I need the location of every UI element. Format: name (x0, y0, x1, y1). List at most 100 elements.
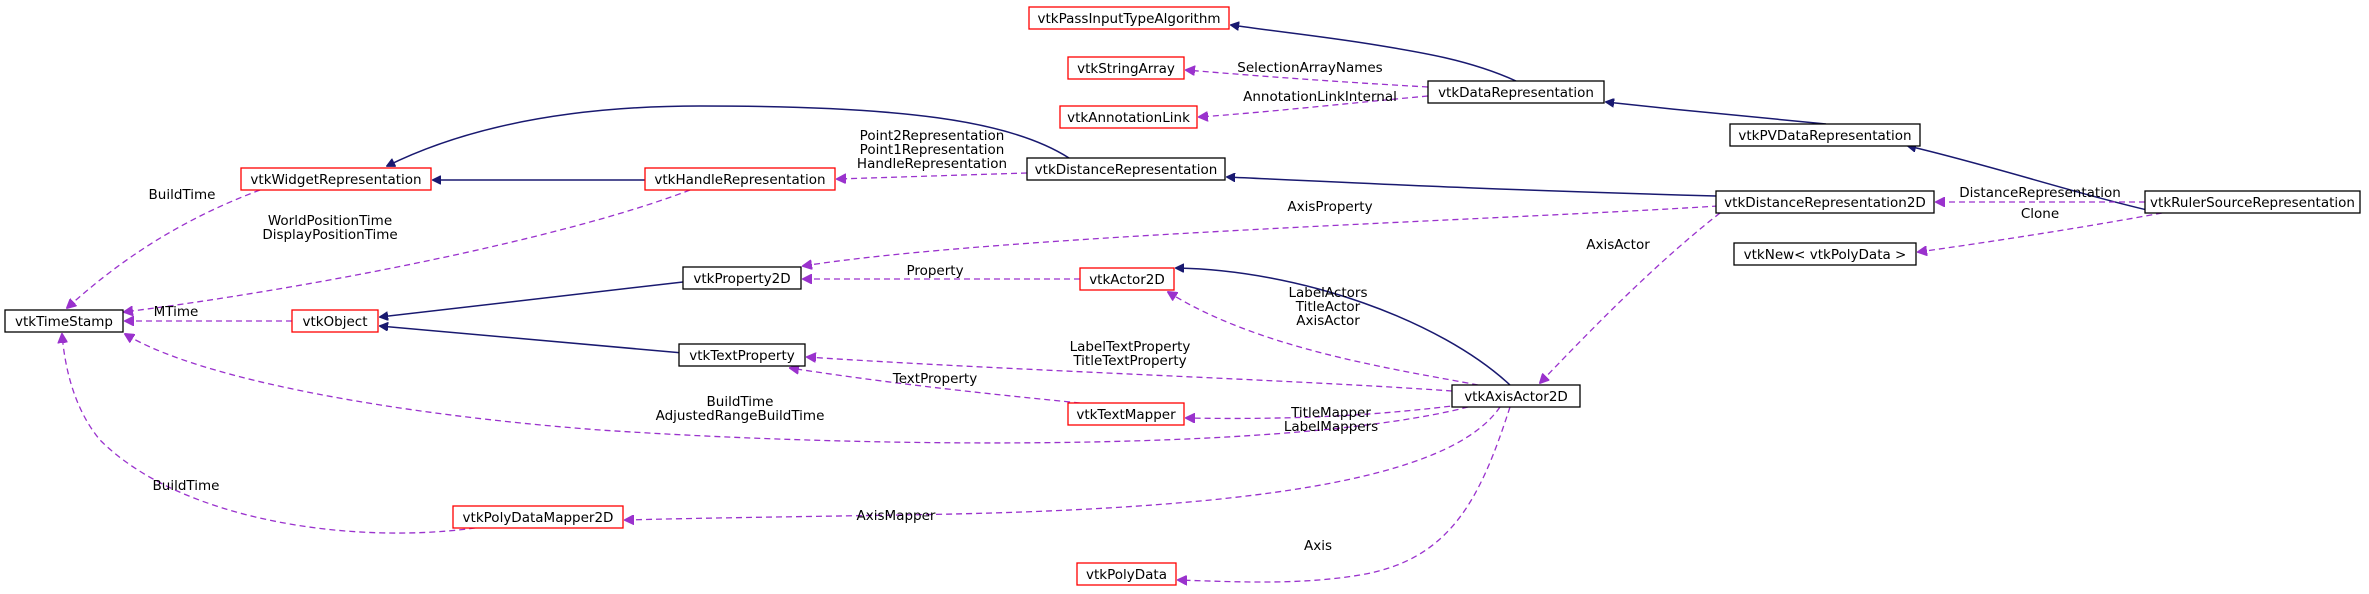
edge-vtkHandleRepresentation-to-vtkTimeStamp (124, 189, 691, 312)
edge-label: Property (906, 263, 963, 279)
edge-label: DistanceRepresentation (1959, 185, 2121, 201)
edge-label: SelectionArrayNames (1237, 60, 1382, 76)
class-node-vtkDistanceRepresentation[interactable]: vtkDistanceRepresentation (1026, 157, 1226, 181)
class-node-label: vtkPolyDataMapper2D (463, 510, 614, 526)
class-node-box[interactable] (240, 167, 432, 191)
class-node-vtkAnnotationLink[interactable]: vtkAnnotationLink (1059, 105, 1198, 129)
edge-label: AxisActor (1296, 313, 1360, 329)
class-node-box[interactable] (1451, 384, 1581, 408)
edge-vtkPVDataRepresentation-to-vtkDataRepresentation (1606, 102, 1827, 125)
class-node-vtkPassInputTypeAlgorithm[interactable]: vtkPassInputTypeAlgorithm (1028, 6, 1230, 30)
edge-label: AxisMapper (857, 508, 936, 524)
class-node-vtkNewPolyData[interactable]: vtkNew< vtkPolyData > (1733, 242, 1917, 266)
edge-vtkDistanceRepresentation2D-to-vtkDistanceRepresentation (1227, 177, 1717, 197)
class-node-label: vtkWidgetRepresentation (250, 172, 421, 188)
class-node-label: vtkTextMapper (1076, 407, 1176, 423)
class-node-box[interactable] (1026, 157, 1226, 181)
class-node-vtkPolyDataMapper2D[interactable]: vtkPolyDataMapper2D (452, 505, 624, 529)
edge-vtkDistanceRepresentation2D-to-vtkProperty2D (803, 205, 1719, 266)
class-node-vtkTextMapper[interactable]: vtkTextMapper (1067, 402, 1185, 426)
class-node-box[interactable] (1067, 402, 1185, 426)
edge-vtkRulerSourceRepresentation-to-vtkNewPolyData (1918, 212, 2163, 252)
class-node-label: vtkRulerSourceRepresentation (2150, 195, 2355, 211)
edge-vtkPolyDataMapper2D-to-vtkTimeStamp (62, 334, 476, 534)
class-node-box[interactable] (452, 505, 624, 529)
class-node-box[interactable] (1715, 190, 1935, 214)
class-node-vtkProperty2D[interactable]: vtkProperty2D (682, 266, 802, 290)
edge-label: AxisActor (1586, 237, 1650, 253)
edge-vtkDataRepresentation-to-vtkStringArray (1186, 70, 1429, 88)
edge-label: Point2Representation (860, 128, 1005, 144)
class-node-label: vtkDistanceRepresentation (1035, 162, 1218, 178)
edge-label: AnnotationLinkInternal (1243, 89, 1397, 105)
class-node-vtkPolyData[interactable]: vtkPolyData (1076, 562, 1177, 586)
edge-vtkAxisActor2D-to-vtkActor2D (1168, 292, 1479, 386)
edge-label: TextProperty (892, 371, 977, 387)
class-node-label: vtkPolyData (1086, 567, 1167, 583)
class-node-label: vtkDataRepresentation (1438, 85, 1594, 101)
edge-vtkAxisActor2D-to-vtkPolyDataMapper2D (625, 406, 1501, 520)
class-node-box[interactable] (4, 309, 124, 333)
class-node-label: vtkTextProperty (689, 348, 795, 364)
edge-vtkWidgetRepresentation-to-vtkTimeStamp (67, 189, 261, 308)
class-node-box[interactable] (291, 309, 379, 333)
class-node-label: vtkPVDataRepresentation (1738, 128, 1911, 144)
class-node-box[interactable] (1729, 123, 1921, 147)
class-node-vtkHandleRepresentation[interactable]: vtkHandleRepresentation (644, 167, 836, 191)
class-node-box[interactable] (682, 266, 802, 290)
edge-vtkDistanceRepresentation-to-vtkWidgetRepresentation (387, 105, 1070, 166)
class-node-box[interactable] (1427, 80, 1605, 104)
edge-label: HandleRepresentation (857, 156, 1007, 172)
edge-vtkAxisActor2D-to-vtkTimeStamp (125, 334, 1469, 444)
edge-vtkDistanceRepresentation2D-to-vtkAxisActor2D (1540, 212, 1721, 383)
class-node-vtkPVDataRepresentation[interactable]: vtkPVDataRepresentation (1729, 123, 1921, 147)
class-node-vtkObject[interactable]: vtkObject (291, 309, 379, 333)
class-node-box[interactable] (1733, 242, 1917, 266)
class-node-box[interactable] (1067, 56, 1185, 80)
class-node-vtkActor2D[interactable]: vtkActor2D (1079, 267, 1175, 291)
edge-label: Axis (1304, 538, 1332, 554)
edge-label: WorldPositionTime (268, 213, 392, 229)
class-node-box[interactable] (644, 167, 836, 191)
class-node-vtkRulerSourceRepresentation[interactable]: vtkRulerSourceRepresentation (2144, 190, 2361, 214)
class-node-box[interactable] (2144, 190, 2361, 214)
edge-label: AxisProperty (1287, 199, 1372, 215)
edge-vtkTextMapper-to-vtkTextProperty (790, 368, 1081, 404)
class-node-vtkDistanceRepresentation2D[interactable]: vtkDistanceRepresentation2D (1715, 190, 1935, 214)
edge-label: BuildTime (707, 394, 774, 410)
class-node-box[interactable] (678, 343, 806, 367)
class-node-box[interactable] (1079, 267, 1175, 291)
edge-vtkProperty2D-to-vtkObject (380, 281, 684, 317)
class-node-vtkStringArray[interactable]: vtkStringArray (1067, 56, 1185, 80)
edge-vtkAxisActor2D-to-vtkActor2D (1176, 268, 1511, 386)
edge-vtkAxisActor2D-to-vtkTextProperty (807, 357, 1453, 392)
class-node-label: vtkObject (302, 314, 367, 330)
edge-vtkDataRepresentation-to-vtkAnnotationLink (1199, 95, 1429, 117)
class-node-label: vtkAxisActor2D (1464, 389, 1568, 405)
edge-label: MTime (154, 304, 199, 320)
class-node-label: vtkPassInputTypeAlgorithm (1037, 11, 1220, 27)
edge-label: AdjustedRangeBuildTime (656, 408, 825, 424)
class-node-box[interactable] (1059, 105, 1198, 129)
class-node-label: vtkAnnotationLink (1067, 110, 1190, 126)
class-node-vtkWidgetRepresentation[interactable]: vtkWidgetRepresentation (240, 167, 432, 191)
edge-label: DisplayPositionTime (262, 227, 397, 243)
edge-label: LabelActors (1289, 285, 1368, 301)
edge-label: Clone (2021, 206, 2059, 222)
edge-vtkRulerSourceRepresentation-to-vtkPVDataRepresentation (1908, 146, 2161, 214)
edge-label: TitleMapper (1290, 405, 1371, 421)
class-node-label: vtkProperty2D (693, 271, 790, 287)
class-node-vtkTimeStamp[interactable]: vtkTimeStamp (4, 309, 124, 333)
class-node-label: vtkNew< vtkPolyData > (1744, 247, 1907, 263)
class-node-label: vtkTimeStamp (15, 314, 113, 330)
class-node-vtkTextProperty[interactable]: vtkTextProperty (678, 343, 806, 367)
class-node-vtkDataRepresentation[interactable]: vtkDataRepresentation (1427, 80, 1605, 104)
edge-vtkDistanceRepresentation-to-vtkHandleRepresentation (837, 172, 1028, 179)
class-node-vtkAxisActor2D[interactable]: vtkAxisActor2D (1451, 384, 1581, 408)
class-node-box[interactable] (1028, 6, 1230, 30)
class-node-box[interactable] (1076, 562, 1177, 586)
class-node-label: vtkStringArray (1077, 61, 1175, 77)
edge-label: TitleActor (1295, 299, 1361, 315)
edge-vtkTextProperty-to-vtkObject (380, 326, 684, 354)
edge-label: BuildTime (153, 478, 220, 494)
